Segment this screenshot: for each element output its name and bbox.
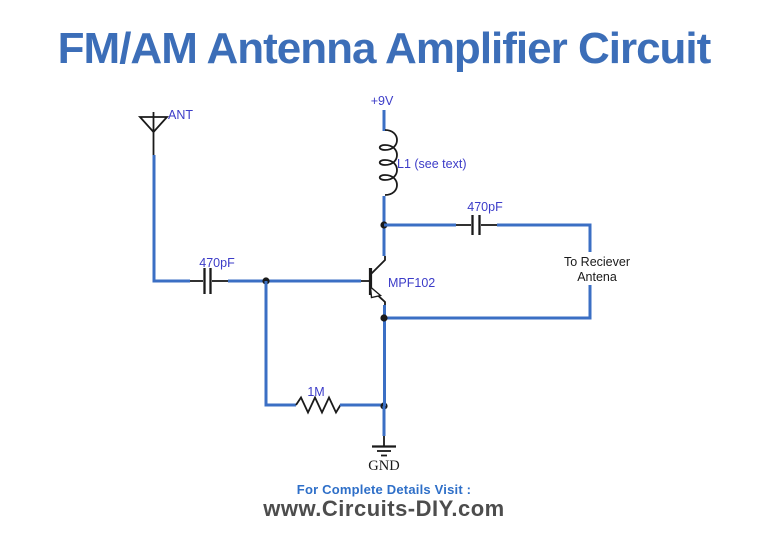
- inductor-symbol: [378, 129, 398, 196]
- ground-label: GND: [368, 458, 399, 474]
- output-label-line2: Antena: [577, 270, 617, 284]
- capacitor-left-label: 470pF: [199, 256, 235, 270]
- transistor-arrow: [369, 285, 383, 299]
- resistor-symbol: [295, 395, 342, 415]
- transistor-label: MPF102: [388, 276, 435, 290]
- ground-symbol: [372, 436, 396, 457]
- antenna-symbol: [137, 112, 170, 156]
- footer-visit-text: For Complete Details Visit :: [296, 482, 472, 497]
- inductor-label: L1 (see text): [397, 157, 466, 171]
- supply-label: +9V: [371, 94, 394, 108]
- footer-website-url: www.Circuits-DIY.com: [263, 496, 505, 521]
- output-label-line1: To Reciever: [564, 255, 630, 269]
- resistor-label: 1M: [307, 385, 324, 399]
- capacitor-top-symbol: [456, 215, 497, 235]
- antenna-label: ANT: [168, 108, 193, 122]
- drain-lead: [370, 256, 386, 275]
- transistor-symbol: [361, 256, 386, 306]
- capacitor-top-label: 470pF: [467, 200, 503, 214]
- page-title: FM/AM Antenna Amplifier Circuit: [57, 24, 712, 73]
- junction-source: [380, 314, 388, 322]
- capacitor-left-symbol: [190, 268, 228, 294]
